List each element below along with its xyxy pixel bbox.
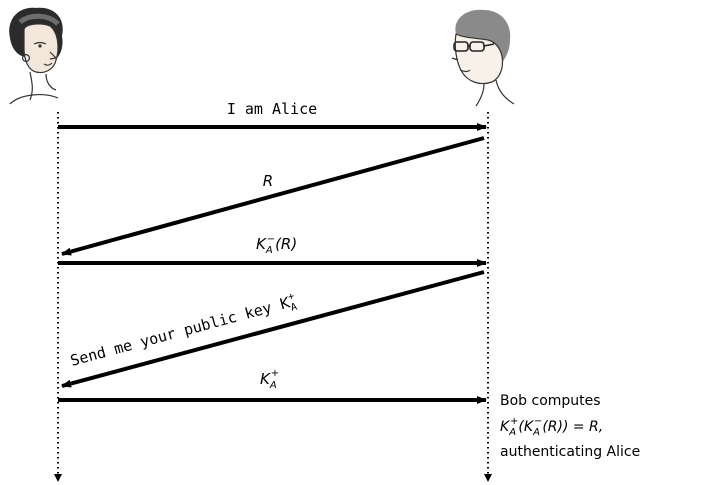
note-line-3: authenticating Alice [500,444,640,460]
note-line-2: KA+(KA−(R)) = R, [500,416,603,438]
bob-portrait-icon [452,10,514,106]
alice-portrait-icon [9,8,63,104]
bob-computation-note: Bob computes KA+(KA−(R)) = R, authentica… [500,393,640,460]
alice-lifeline-arrowhead [54,474,62,482]
message-label-3: KA−(R) [256,234,297,256]
bob-lifeline-arrowhead [484,474,492,482]
message-label-1: I am Alice [227,100,317,118]
message-label-2: R [263,172,273,190]
note-line-1: Bob computes [500,393,601,409]
message-label-5: KA+ [260,368,279,391]
